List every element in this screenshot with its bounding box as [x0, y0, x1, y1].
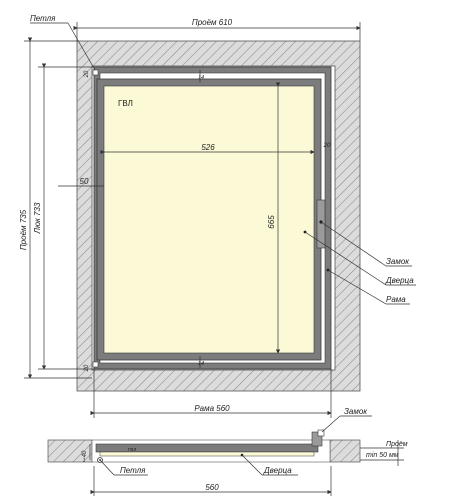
gap-20-right: 20 — [323, 143, 331, 149]
frame-label: Рама — [386, 295, 406, 304]
hinge-marker — [92, 69, 99, 368]
hatch-height-label: Люк 733 — [33, 202, 42, 234]
gap-20-bottom-left: 20 — [84, 364, 90, 372]
section-door-callout: Дверца — [240, 453, 298, 476]
section-frame-mark: ГВЛ — [128, 447, 136, 452]
section-width-label: 560 — [205, 483, 219, 492]
door-callout: Дверца — [303, 230, 416, 286]
gap-20-top-left: 20 — [84, 70, 90, 78]
dim-opening-height: Проём 735 — [19, 37, 92, 379]
section-hinge-label: Петля — [120, 466, 146, 475]
section-small-label: 1 — [83, 458, 86, 464]
hinge-callout: Петля — [30, 14, 96, 71]
section-dim-width: 560 — [90, 466, 332, 496]
lock-label: Замок — [386, 257, 410, 266]
lock-callout: Замок — [320, 221, 412, 267]
dim-hatch-height: Люк 733 — [33, 63, 94, 370]
section-opening-callout: Проём min 50 мм — [360, 440, 408, 466]
section-view — [47, 429, 361, 463]
dim-opening-width: Проём 610 — [73, 18, 361, 41]
hinge-label: Петля — [30, 14, 56, 23]
gap-14-bottom: 14 — [198, 361, 204, 367]
panel-width-label: 526 — [201, 143, 215, 152]
material-label: ГВЛ — [118, 99, 133, 108]
gap-14-top: 14 — [198, 75, 204, 81]
frame-width-label: Рама 560 — [194, 404, 230, 413]
opening-width-label: Проём 610 — [192, 18, 233, 27]
section-lock-callout: Замок — [321, 407, 372, 433]
section-lock-label: Замок — [344, 407, 368, 416]
dim-panel-height: 665 — [267, 82, 281, 354]
door-leaf — [96, 78, 322, 361]
section-hinge-callout: Петля — [99, 459, 148, 476]
opening-height-label: Проём 735 — [19, 209, 28, 250]
door-label: Дверца — [385, 276, 414, 285]
dim-offset-50: 50 — [58, 177, 104, 187]
panel-height-label: 665 — [267, 215, 276, 229]
frame-callout: Рама — [326, 268, 410, 305]
section-depth-label: 40 — [82, 450, 88, 457]
dim-frame-width: Рама 560 — [90, 369, 332, 418]
section-opening-line2: min 50 мм — [366, 452, 399, 459]
section-door-label: Дверца — [263, 466, 292, 475]
offset-50-label: 50 — [80, 177, 89, 186]
section-opening-line1: Проём — [386, 441, 408, 448]
